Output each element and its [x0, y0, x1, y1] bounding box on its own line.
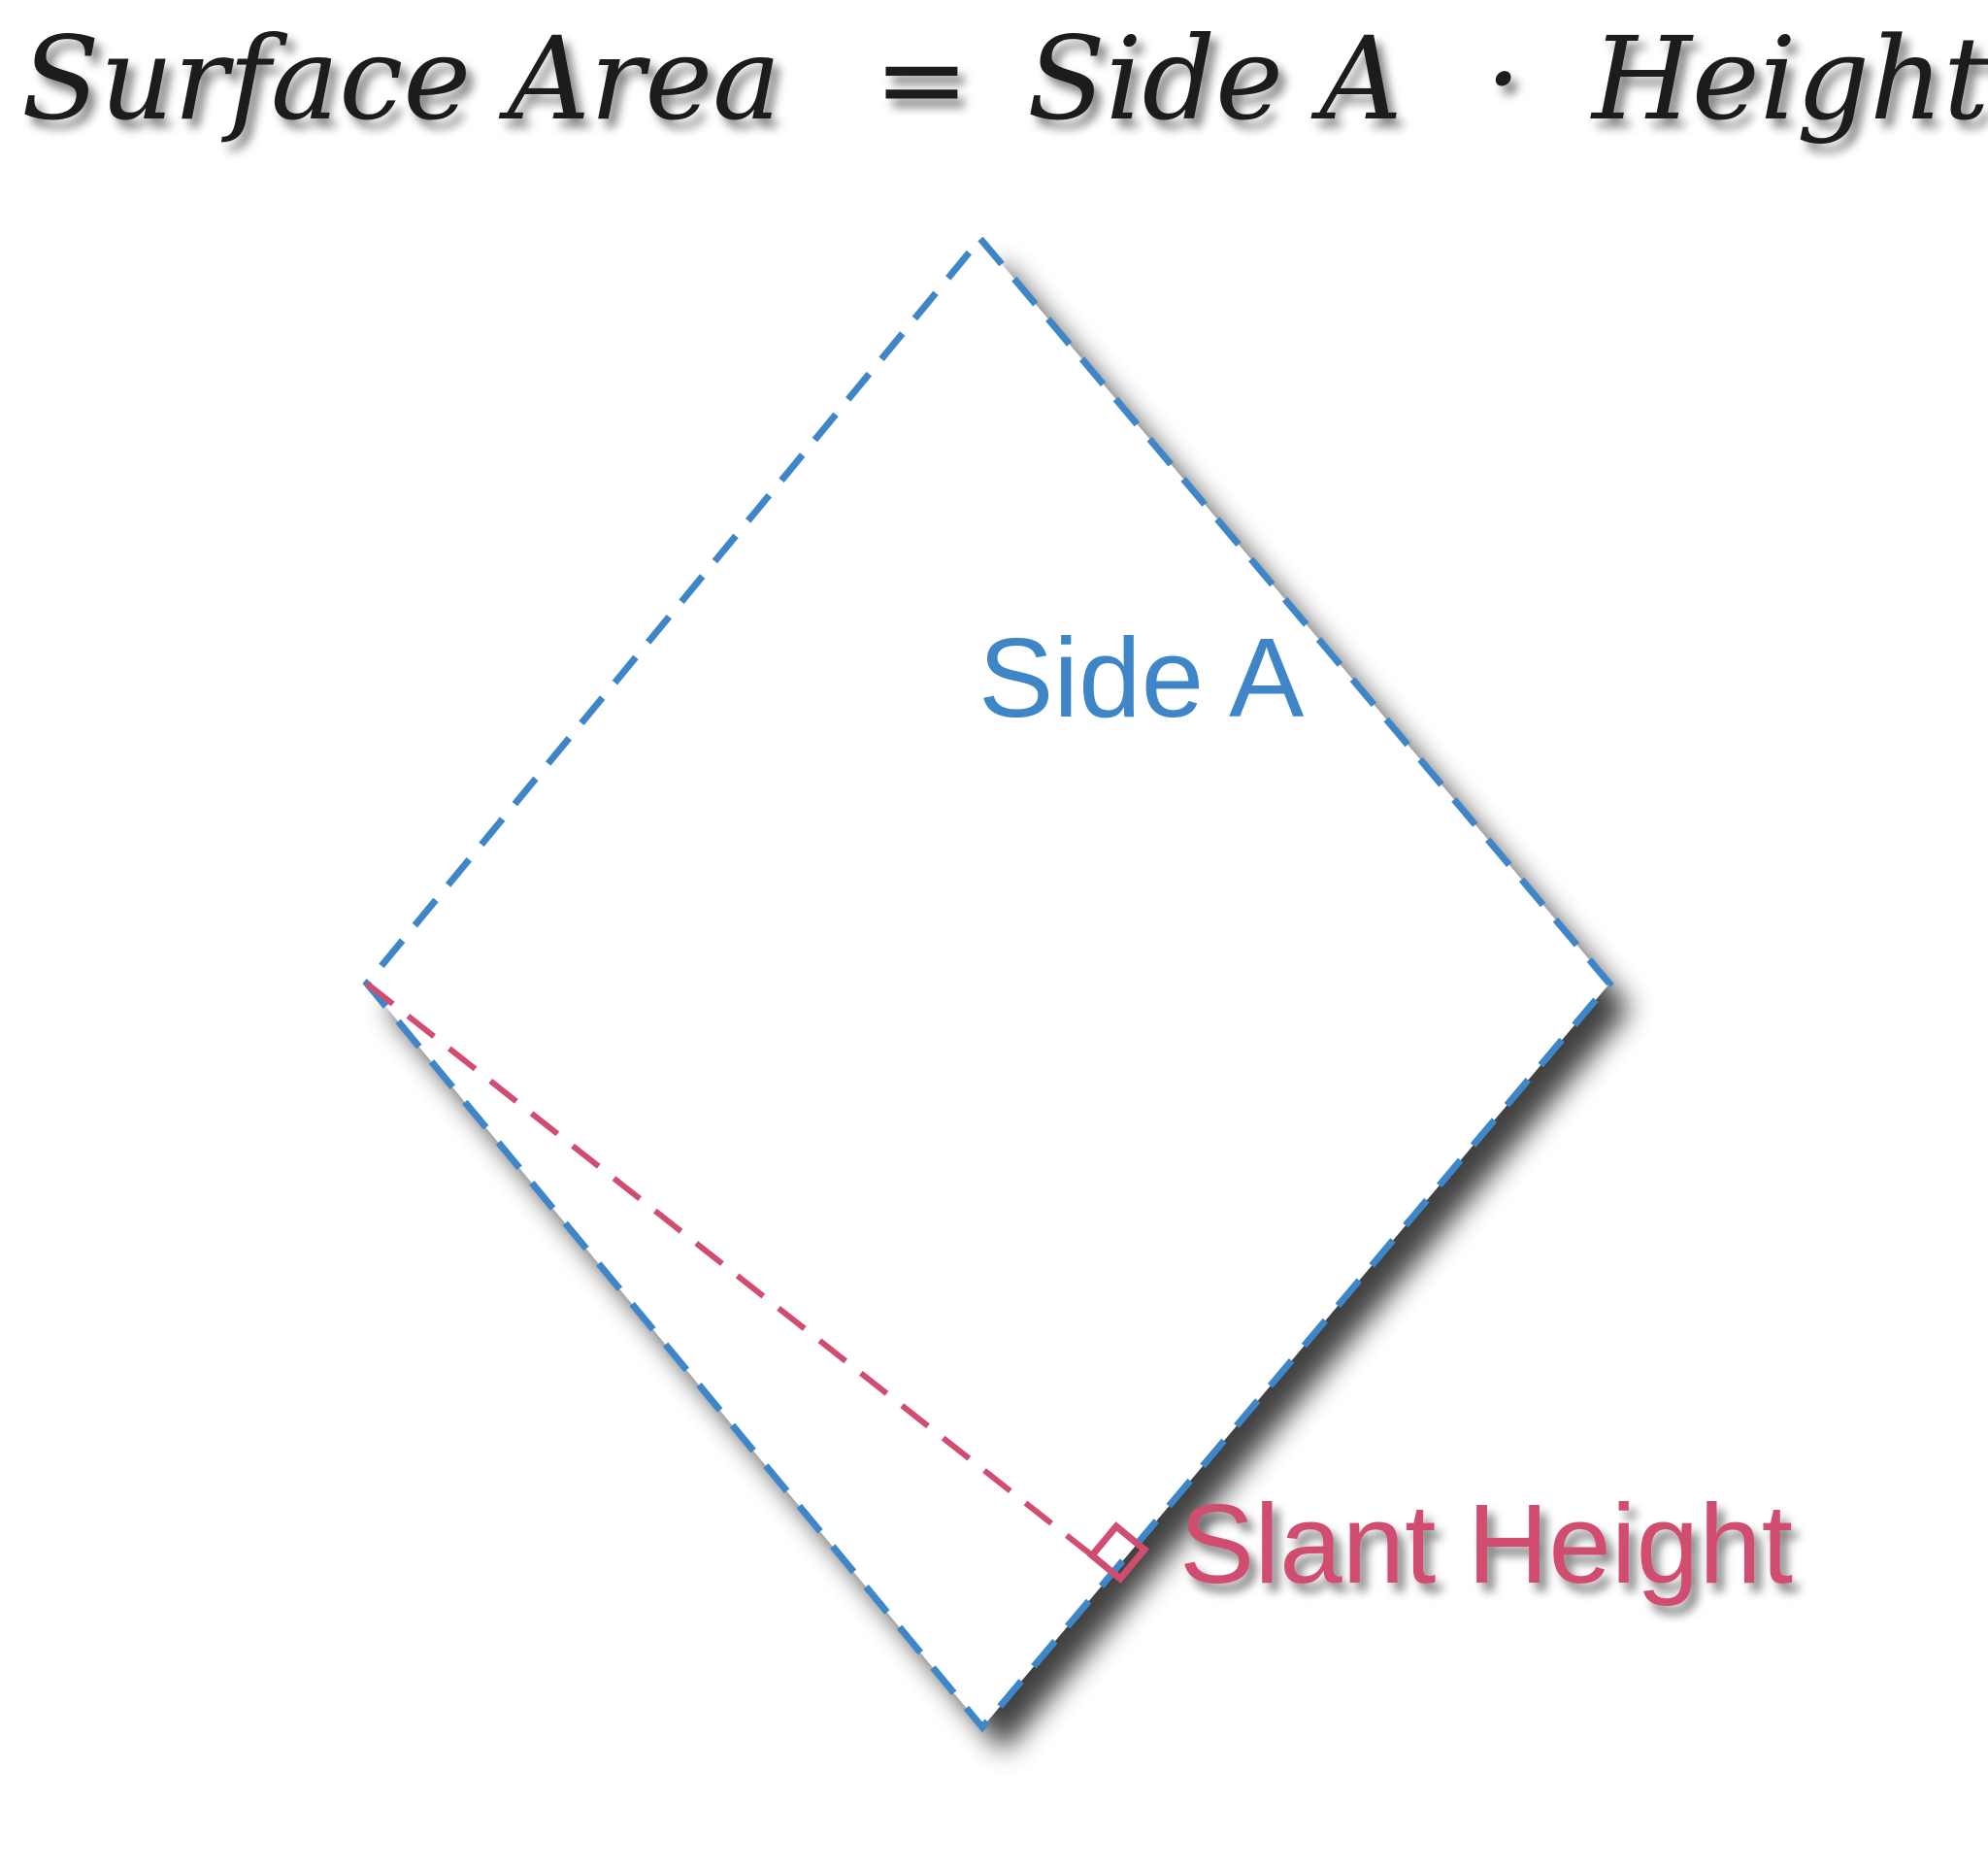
formula-side: Side A	[1027, 12, 1403, 146]
formula-title: Surface Area = Side A · Height	[21, 12, 1988, 146]
formula-height: Height	[1590, 12, 1988, 146]
right-angle-marker	[1087, 1521, 1149, 1584]
slant-height-label: Slant Height	[1179, 1481, 1793, 1607]
formula-dot: ·	[1485, 12, 1522, 146]
side-a-label: Side A	[978, 615, 1305, 741]
rhombus-outline	[362, 233, 1614, 1733]
formula-equals: =	[874, 12, 970, 146]
formula-lhs: Surface Area	[21, 12, 781, 146]
